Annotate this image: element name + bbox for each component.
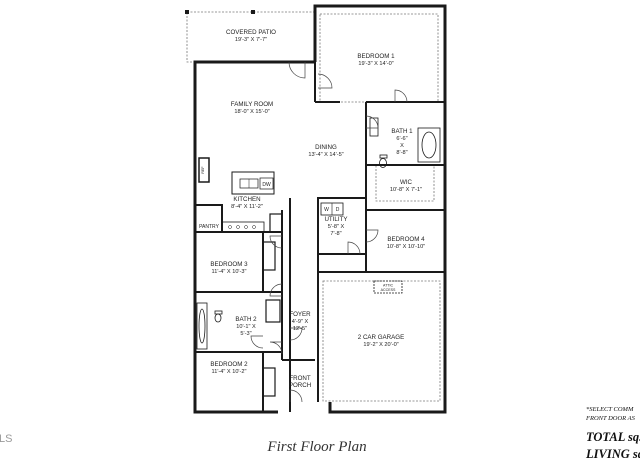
door-bed2 (269, 341, 283, 355)
burner-icon (236, 225, 240, 229)
label-foyer: FOYER (289, 311, 311, 318)
note-select-1: *SELECT COMM (586, 406, 634, 413)
closet-bed3 (262, 241, 276, 271)
plan-caption: First Floor Plan (266, 439, 366, 455)
dim-bath1-x: X (400, 143, 404, 149)
dim-kitchen: 8'-4" X 11'-2" (231, 204, 263, 210)
label-front-porch-2: PORCH (289, 382, 311, 389)
door-bed1 (317, 73, 333, 89)
bath2-fixtures (196, 302, 223, 350)
garage-outline (322, 280, 441, 402)
label-pantry: PANTRY (199, 224, 219, 230)
closets (262, 213, 283, 397)
bedroom1-ceiling-outline (319, 13, 439, 103)
label-front-porch-1: FRONT (289, 375, 311, 382)
dim-bedroom2: 11'-4" X 10'-2" (212, 369, 247, 375)
door-wc (365, 115, 379, 129)
label-bedroom1: BEDROOM 1 (357, 53, 395, 60)
dim-wic: 10'-8" X 7'-1" (390, 187, 422, 193)
toilet-icon (214, 313, 222, 323)
tub-basin (421, 131, 437, 159)
door-bath1 (394, 89, 408, 103)
note-living: LIVING sq (585, 447, 640, 460)
label-ref: REF (201, 166, 205, 174)
dim-bedroom1: 19'-3" X 14'-0" (358, 61, 393, 67)
burner-icon (244, 225, 248, 229)
kitchen-counter (221, 221, 265, 233)
door-bed3 (269, 235, 283, 249)
vanity (369, 117, 379, 137)
label-wic: WIC (400, 179, 413, 186)
island-counter (231, 171, 275, 195)
label-dw: DW (262, 182, 271, 188)
dim-bedroom4: 10'-8" X 10'-10" (387, 244, 425, 250)
dim-bath1-a: 6'-6" (396, 136, 407, 142)
closet-bed2 (262, 367, 276, 397)
note-total: TOTAL sq. (586, 430, 640, 444)
note-select-2: FRONT DOOR AS (585, 415, 636, 422)
dim-bath1-b: 8'-8" (396, 150, 407, 156)
closet-linen (269, 213, 283, 233)
label-covered-patio: COVERED PATIO (226, 29, 276, 36)
dim-bath2-b: 5'-3" (240, 331, 251, 337)
wall-left (193, 60, 315, 414)
attic-access (373, 280, 403, 294)
toilet-icon (379, 158, 387, 168)
label-bath2: BATH 2 (235, 316, 257, 323)
bathtub (417, 127, 441, 163)
label-dryer: D (336, 207, 340, 213)
burner-icon (252, 225, 256, 229)
label-dining: DINING (315, 144, 337, 151)
dim-utility-a: 5'-8" X (328, 224, 345, 230)
closet-hall (265, 299, 281, 323)
dim-bath2-a: 10'-1" X (236, 324, 256, 330)
dishwasher (259, 177, 274, 190)
door-bath2 (250, 335, 264, 349)
patio-post-left (185, 10, 189, 14)
patio-post-mid (251, 10, 255, 14)
dim-dining: 13'-4" X 14'-5" (308, 152, 343, 158)
bath2-tub (196, 302, 208, 350)
exterior-walls (193, 4, 447, 414)
door-swings (250, 61, 408, 403)
label-attic-1: ATTIC (383, 284, 394, 288)
dim-covered-patio: 19'-3" X 7'-7" (235, 37, 267, 43)
burner-icon (228, 225, 232, 229)
door-garage (289, 327, 303, 341)
kitchen-island (231, 171, 275, 195)
label-utility: UTILITY (324, 216, 347, 223)
label-bedroom4: BEDROOM 4 (387, 236, 425, 243)
dim-utility-b: 7'-8" (330, 231, 341, 237)
bath1-fixtures (369, 117, 441, 168)
dim-family-room: 18'-0" X 15'-0" (234, 109, 269, 115)
dashed-outlines (186, 11, 441, 402)
label-washer: W (324, 207, 329, 213)
interior-walls (195, 62, 445, 412)
label-bedroom3: BEDROOM 3 (210, 261, 248, 268)
label-bath1: BATH 1 (391, 128, 413, 135)
label-bedroom2: BEDROOM 2 (210, 361, 248, 368)
label-garage: 2 CAR GARAGE (358, 334, 404, 341)
edge-text: LS (0, 433, 12, 445)
label-family-room: FAMILY ROOM (231, 101, 273, 108)
label-kitchen: KITCHEN (233, 196, 260, 203)
door-utility (347, 241, 361, 255)
door-front (289, 389, 303, 403)
wall-garage (328, 272, 447, 414)
dim-garage: 19'-2" X 20'-0" (363, 342, 398, 348)
fridge (198, 157, 210, 183)
dim-bedroom3: 11'-4" X 10'-3" (212, 269, 247, 275)
dim-foyer-a: 4'-9" X (292, 319, 309, 325)
door-bed4 (365, 229, 379, 243)
label-attic-2: ACCESS (381, 288, 396, 292)
door-hall-closet (269, 283, 283, 297)
dim-foyer-b: 12'-5" (293, 326, 307, 332)
door-patio (288, 61, 306, 79)
